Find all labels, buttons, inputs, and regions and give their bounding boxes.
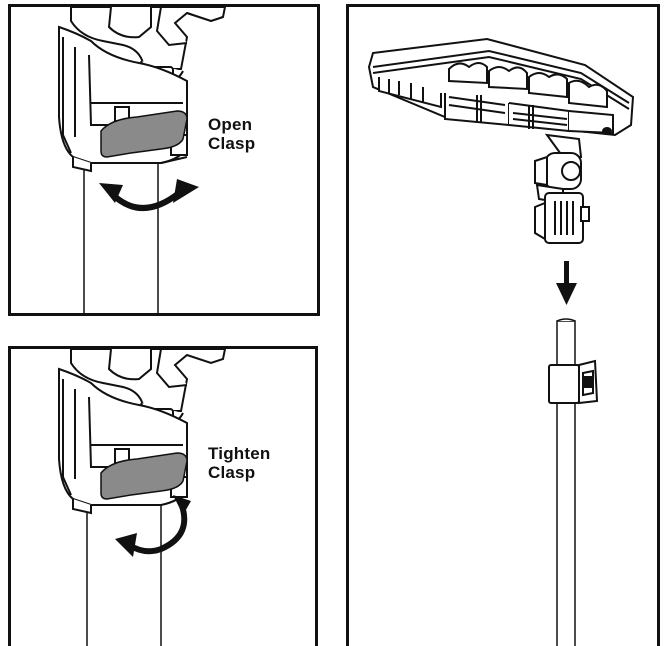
clasp-band	[100, 110, 188, 158]
mounting-panel	[346, 4, 660, 646]
pole-clasp	[548, 359, 599, 405]
caption-line-1: Tighten	[208, 444, 271, 463]
caption-line-2: Clasp	[208, 134, 256, 153]
solar-light-fixture	[367, 37, 635, 137]
caption-line-2: Clasp	[208, 463, 256, 482]
tighten-clasp-panel: Tighten Clasp	[8, 346, 318, 646]
down-arrow-icon	[556, 261, 577, 305]
open-clasp-illustration	[58, 7, 227, 313]
tighten-clasp-caption: Tighten Clasp	[208, 444, 270, 482]
open-clasp-panel: Open Clasp	[8, 4, 320, 316]
clockwise-arrow-icon	[115, 495, 191, 557]
clasp-band	[100, 452, 188, 500]
counterclockwise-arrow-icon	[99, 179, 199, 211]
tighten-clasp-illustration	[58, 349, 227, 646]
caption-line-1: Open	[208, 115, 253, 134]
mounting-illustration	[367, 37, 635, 646]
mounting-bracket	[534, 133, 590, 244]
open-clasp-caption: Open Clasp	[208, 115, 255, 153]
